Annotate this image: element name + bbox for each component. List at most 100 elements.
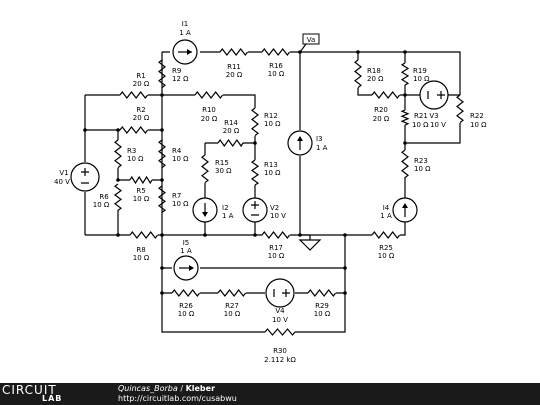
- resistor-R23: [401, 149, 409, 179]
- resistor-R11: [219, 48, 249, 56]
- resistor-R2: [119, 126, 149, 134]
- circuitlab-logo: CIRCUIT LAB: [2, 383, 90, 405]
- current-source-I1: [172, 39, 198, 65]
- label-R10-name: R10: [202, 106, 216, 114]
- label-R26-value: 10 Ω: [178, 310, 195, 318]
- label-I2-name: I2: [222, 204, 229, 212]
- resistor-R4: [158, 139, 166, 169]
- label-I4-name: I4: [383, 204, 390, 212]
- current-source-I2: [192, 197, 218, 223]
- label-R7-value: 10 Ω: [172, 200, 189, 208]
- circuit-url[interactable]: http://circuitlab.com/cusabwu: [118, 394, 237, 403]
- label-R12-value: 10 Ω: [264, 120, 281, 128]
- label-V2-name: V2: [270, 204, 279, 212]
- label-R30-value: 2.112 kΩ: [264, 356, 296, 364]
- label-R4-value: 10 Ω: [172, 155, 189, 163]
- label-R15-name: R15: [215, 159, 229, 167]
- resistor-R1: [119, 91, 149, 99]
- resistor-R16: [261, 48, 291, 56]
- resistor-R27: [217, 289, 247, 297]
- label-R10-value: 20 Ω: [201, 115, 218, 123]
- label-R16-name: R16: [269, 62, 283, 70]
- label-R25-name: R25: [379, 244, 393, 252]
- resistor-R10: [194, 91, 224, 99]
- label-R15-value: 30 Ω: [215, 167, 232, 175]
- label-R3-value: 10 Ω: [127, 155, 144, 163]
- label-V2-value: 10 V: [270, 212, 286, 220]
- label-R6-value: 10 Ω: [93, 201, 110, 209]
- resistor-R9: [158, 59, 166, 89]
- resistor-R21: [400, 109, 410, 126]
- label-R7-name: R7: [172, 192, 181, 200]
- label-R29-name: R29: [315, 302, 329, 310]
- label-R2-name: R2: [136, 106, 145, 114]
- label-I3-value: 1 A: [316, 144, 328, 152]
- resistor-R22: [456, 94, 464, 124]
- label-R16-value: 10 Ω: [268, 70, 285, 78]
- circuit-title[interactable]: Kleber: [185, 384, 216, 393]
- label-R4-name: R4: [172, 147, 182, 155]
- resistor-R15: [201, 154, 209, 184]
- resistor-R5: [129, 175, 153, 185]
- ground-symbol: [298, 235, 322, 251]
- logo-text-bottom: LAB: [42, 394, 63, 403]
- label-R11-name: R11: [227, 63, 241, 71]
- label-I3-name: I3: [316, 135, 323, 143]
- label-R19-name: R19: [413, 67, 427, 75]
- current-source-I5: [173, 255, 199, 281]
- label-R1-value: 20 Ω: [133, 80, 150, 88]
- label-R23-name: R23: [414, 157, 428, 165]
- resistors: [113, 48, 464, 336]
- label-R27-value: 10 Ω: [224, 310, 241, 318]
- label-V4-name: V4: [275, 307, 285, 315]
- label-R12-name: R12: [264, 112, 278, 120]
- label-I5-name: I5: [183, 239, 190, 247]
- resistor-R6: [113, 183, 123, 211]
- credit-separator: /: [177, 384, 186, 393]
- label-R5-value: 10 Ω: [133, 195, 150, 203]
- resistor-R20: [371, 91, 401, 99]
- resistor-R29: [307, 289, 337, 297]
- label-R14-name: R14: [224, 119, 238, 127]
- label-R23-value: 10 Ω: [414, 165, 431, 173]
- label-V3-value: 10 V: [430, 121, 446, 129]
- label-R3-name: R3: [127, 147, 136, 155]
- resistor-R25: [371, 231, 401, 239]
- label-V4-value: 10 V: [272, 316, 288, 324]
- label-R1-name: R1: [136, 72, 145, 80]
- label-R9-name: R9: [172, 67, 181, 75]
- label-R8-name: R8: [136, 246, 145, 254]
- label-R2-value: 20 Ω: [133, 114, 150, 122]
- resistor-R3: [114, 139, 122, 169]
- label-R11-value: 20 Ω: [226, 71, 243, 79]
- label-R8-value: 10 Ω: [133, 254, 150, 262]
- resistor-R12: [251, 107, 259, 137]
- component-labels: I1 1 A R9 12 Ω R11 20 Ω R16 10 Ω R1 20 Ω…: [54, 20, 487, 364]
- label-R18-name: R18: [367, 67, 381, 75]
- resistor-R14: [217, 138, 244, 148]
- label-I2-value: 1 A: [222, 212, 234, 220]
- resistor-R26: [171, 289, 201, 297]
- resistor-R8: [129, 231, 159, 239]
- label-I5-value: 1 A: [180, 247, 192, 255]
- label-R20-name: R20: [374, 106, 388, 114]
- node-label-va: Va: [299, 33, 320, 53]
- label-R13-value: 10 Ω: [264, 169, 281, 177]
- label-V1-value: 40 V: [54, 178, 70, 186]
- label-R30-name: R30: [273, 347, 287, 355]
- footer-bar: CIRCUIT LAB Quincas_Borba / Kleber http:…: [0, 383, 540, 405]
- sources: [70, 39, 449, 308]
- label-R21-name: R21: [414, 112, 428, 120]
- voltage-source-V4: [265, 278, 295, 308]
- label-I4-value: 1 A: [380, 212, 392, 220]
- label-R27-name: R27: [225, 302, 239, 310]
- resistor-R19: [400, 62, 410, 86]
- label-R13-name: R13: [264, 161, 278, 169]
- author-link[interactable]: Quincas_Borba: [118, 384, 178, 393]
- label-V1-name: V1: [59, 169, 68, 177]
- label-R22-value: 10 Ω: [470, 121, 487, 129]
- label-R6-name: R6: [99, 193, 109, 201]
- label-R21-value: 10 Ω: [412, 121, 429, 129]
- label-R26-name: R26: [179, 302, 193, 310]
- resistor-R17: [261, 231, 291, 239]
